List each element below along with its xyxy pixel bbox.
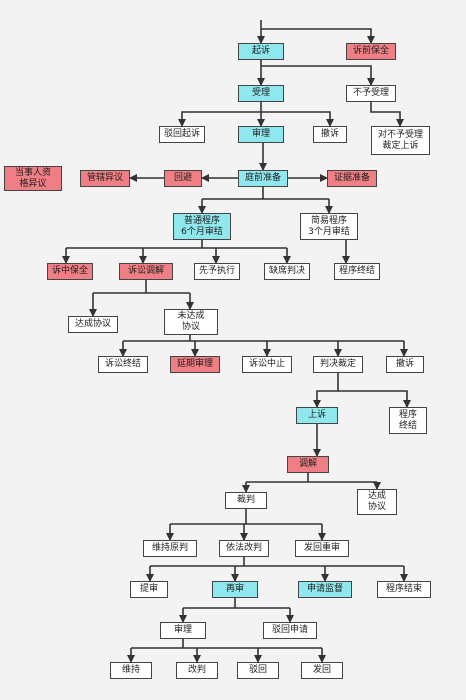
node-jianyi-chengxu: 简易程序 3个月审结 bbox=[300, 213, 358, 240]
node-tingqian-zhunbei: 庭前准备 bbox=[238, 170, 288, 187]
node-zhengju-zhunbei: 证据准备 bbox=[327, 170, 377, 187]
node-guanxia-yiyi: 管辖异议 bbox=[80, 170, 130, 187]
node-dacheng-xieyi-2: 达成 协议 bbox=[357, 489, 397, 515]
node-chengxu-jieshu: 程序结束 bbox=[377, 581, 431, 598]
node-bohui-qisu: 驳回起诉 bbox=[159, 126, 205, 143]
node-chesu: 撤诉 bbox=[313, 126, 347, 143]
node-suqian-baoquan: 诉前保全 bbox=[346, 43, 396, 60]
node-qisu: 起诉 bbox=[238, 43, 284, 60]
node-bohui: 驳回 bbox=[237, 662, 279, 679]
node-wei-dacheng-xieyi: 未达成 协议 bbox=[164, 309, 218, 335]
connector-line bbox=[370, 102, 404, 127]
connector-line bbox=[338, 390, 411, 408]
node-shenli: 审理 bbox=[238, 126, 284, 143]
node-shenli-2: 审理 bbox=[160, 622, 206, 639]
node-caipan: 裁判 bbox=[225, 492, 267, 509]
connector-line bbox=[313, 373, 339, 408]
node-dangshiren-yiyi: 当事人资 格异议 bbox=[4, 166, 62, 191]
connector-line bbox=[261, 65, 375, 86]
node-shenqing-jiandu: 申请监督 bbox=[298, 581, 352, 598]
node-bohui-shenqing: 驳回申请 bbox=[263, 622, 317, 639]
node-chengxu-zhongjie-2: 程序 终结 bbox=[389, 407, 427, 434]
node-weichi-yuanpan: 维持原判 bbox=[143, 540, 197, 557]
node-tishen: 提审 bbox=[130, 581, 168, 598]
node-susong-zhongjie: 诉讼终结 bbox=[98, 356, 148, 373]
node-weichi: 维持 bbox=[110, 662, 152, 679]
node-suzhong-baoquan: 诉中保全 bbox=[47, 263, 93, 280]
node-dui-buyu-shangsu: 对不予受理 裁定上诉 bbox=[371, 126, 430, 155]
node-putong-chengxu: 普通程序 6个月审结 bbox=[173, 213, 231, 240]
connector-line bbox=[178, 111, 261, 127]
node-chesu-2: 撤诉 bbox=[386, 356, 424, 373]
node-gaipan: 改判 bbox=[176, 662, 218, 679]
node-queqi-panjue: 缺席判决 bbox=[264, 263, 310, 280]
node-panjue-caiding: 判决裁定 bbox=[313, 356, 363, 373]
node-susong-tiaojie: 诉讼调解 bbox=[119, 263, 173, 280]
node-xianyu-zhixing: 先予执行 bbox=[194, 263, 240, 280]
node-shouli: 受理 bbox=[238, 85, 284, 102]
node-susong-zhongzhi: 诉讼中止 bbox=[242, 356, 292, 373]
connector-line bbox=[261, 111, 334, 127]
node-yanqi-shenli: 延期审理 bbox=[170, 356, 220, 373]
node-fahui: 发回 bbox=[301, 662, 343, 679]
node-dacheng-xieyi-1: 达成协议 bbox=[68, 316, 118, 333]
node-chengxu-zhongjie-1: 程序终结 bbox=[334, 263, 380, 280]
node-shangsu: 上诉 bbox=[296, 407, 338, 424]
node-zaishen: 再审 bbox=[212, 581, 258, 598]
node-fahui-chongshen: 发回重审 bbox=[295, 540, 349, 557]
node-huibi: 回避 bbox=[164, 170, 202, 187]
node-buyu-shouli: 不予受理 bbox=[346, 85, 396, 102]
node-yifa-gaipan: 依法改判 bbox=[219, 540, 269, 557]
connector-line bbox=[261, 28, 375, 44]
node-tiaojie: 调解 bbox=[287, 456, 329, 473]
